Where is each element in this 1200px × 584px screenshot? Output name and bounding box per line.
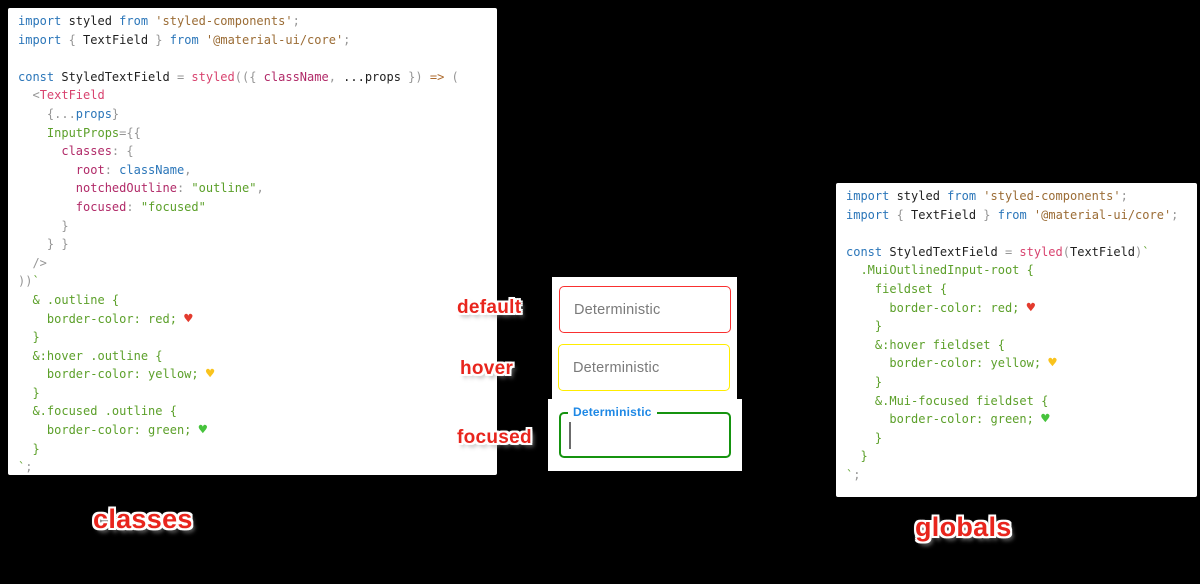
code-line: import { TextField } from '@material-ui/… xyxy=(846,207,1179,222)
code-line: &.focused .outline { xyxy=(18,404,177,419)
code-line: import { TextField } from '@material-ui/… xyxy=(18,32,351,47)
code-line: root: className, xyxy=(18,162,192,177)
code-panel-classes: import styled from 'styled-components'; i… xyxy=(8,8,497,475)
code-line: border-color: green; ♥ xyxy=(846,411,1050,428)
code-line: const StyledTextField = styled(TextField… xyxy=(846,244,1150,259)
code-line: import styled from 'styled-components'; xyxy=(846,189,1128,203)
textfield-default-placeholder: Deterministic xyxy=(574,301,661,318)
code-line xyxy=(846,224,1187,243)
textfield-hover-placeholder: Deterministic xyxy=(573,359,660,376)
code-line: &.Mui-focused fieldset { xyxy=(846,393,1049,408)
text-caret xyxy=(569,422,571,449)
code-line: import styled from 'styled-components'; xyxy=(18,14,300,28)
annotation-default: default xyxy=(457,297,522,318)
code-line: border-color: red; ♥ xyxy=(18,310,193,327)
code-line: &:hover fieldset { xyxy=(846,337,1005,352)
code-line: } xyxy=(846,449,868,464)
code-line: } xyxy=(846,374,883,389)
code-line: } } xyxy=(18,237,69,252)
code-line: border-color: yellow; ♥ xyxy=(18,366,215,383)
code-line: } xyxy=(18,330,40,345)
code-line: classes: { xyxy=(18,144,134,159)
code-line: } xyxy=(18,385,40,400)
code-line: & .outline { xyxy=(18,292,120,307)
code-line: {...props} xyxy=(18,106,120,121)
textfield-hover[interactable]: Deterministic xyxy=(558,344,730,391)
textfield-focused[interactable]: Deterministic xyxy=(559,405,731,458)
code-line: const StyledTextField = styled(({ classN… xyxy=(18,69,459,84)
code-line: focused: "focused" xyxy=(18,199,206,214)
code-line: ))` xyxy=(18,274,40,289)
annotation-focused: focused xyxy=(457,427,532,448)
code-line xyxy=(18,49,487,68)
code-line: notchedOutline: "outline", xyxy=(18,181,264,196)
code-line: InputProps={{ xyxy=(18,125,141,140)
code-line: border-color: red; ♥ xyxy=(846,299,1036,316)
code-line: } xyxy=(846,430,883,445)
code-line: `; xyxy=(18,460,33,475)
code-panel-globals: import styled from 'styled-components'; i… xyxy=(836,183,1197,497)
code-line: } xyxy=(18,441,40,456)
code-line: } xyxy=(846,319,883,334)
textfield-focused-label: Deterministic xyxy=(568,405,657,419)
annotation-hover: hover xyxy=(460,358,514,379)
caption-classes: classes xyxy=(93,504,193,534)
code-line: fieldset { xyxy=(846,281,948,296)
code-line: `; xyxy=(846,467,861,482)
code-line: /> xyxy=(18,255,47,270)
caption-globals: globals xyxy=(915,512,1012,542)
code-line: border-color: green; ♥ xyxy=(18,422,208,439)
code-line: } xyxy=(18,218,69,233)
textfield-default[interactable]: Deterministic xyxy=(559,286,731,333)
code-line: .MuiOutlinedInput-root { xyxy=(846,263,1034,278)
code-line: <TextField xyxy=(18,88,105,103)
code-line: border-color: yellow; ♥ xyxy=(846,355,1057,372)
code-line: &:hover .outline { xyxy=(18,348,163,363)
